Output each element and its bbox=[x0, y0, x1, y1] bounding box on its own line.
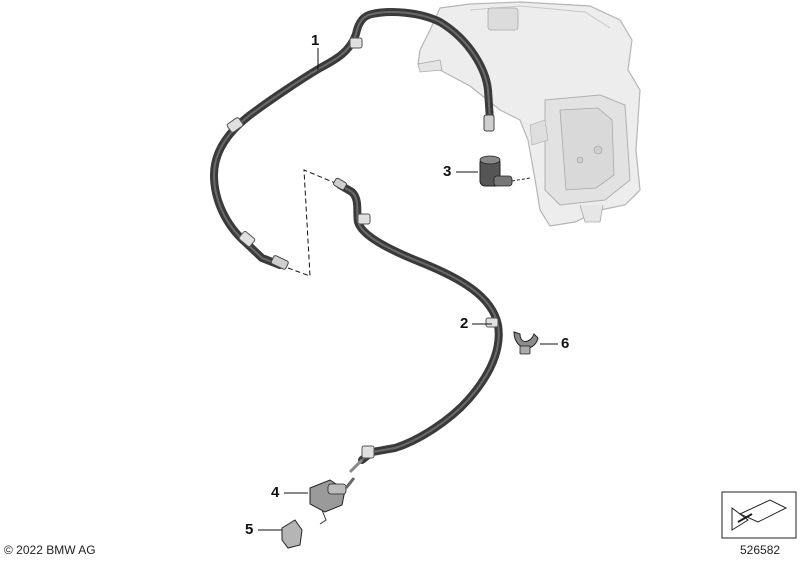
diagram-number: 526582 bbox=[740, 543, 781, 557]
washer-pump bbox=[479, 155, 531, 187]
copyright-text: © 2022 BMW AG bbox=[4, 543, 96, 557]
view-direction-icon bbox=[721, 491, 797, 539]
hose-1 bbox=[209, 8, 495, 270]
leader-lines bbox=[258, 48, 558, 531]
holder-bracket bbox=[281, 519, 303, 549]
callout-4: 4 bbox=[271, 484, 280, 501]
callout-2: 2 bbox=[460, 315, 469, 332]
washer-reservoir bbox=[417, 1, 641, 227]
nozzle-valve bbox=[309, 477, 356, 525]
callout-1: 1 bbox=[311, 32, 320, 49]
hose-clip bbox=[513, 331, 539, 355]
callout-3: 3 bbox=[443, 163, 452, 180]
callout-6: 6 bbox=[561, 335, 570, 352]
dashed-connection bbox=[287, 169, 341, 277]
hose-2 bbox=[333, 177, 503, 474]
callout-5: 5 bbox=[245, 521, 254, 538]
